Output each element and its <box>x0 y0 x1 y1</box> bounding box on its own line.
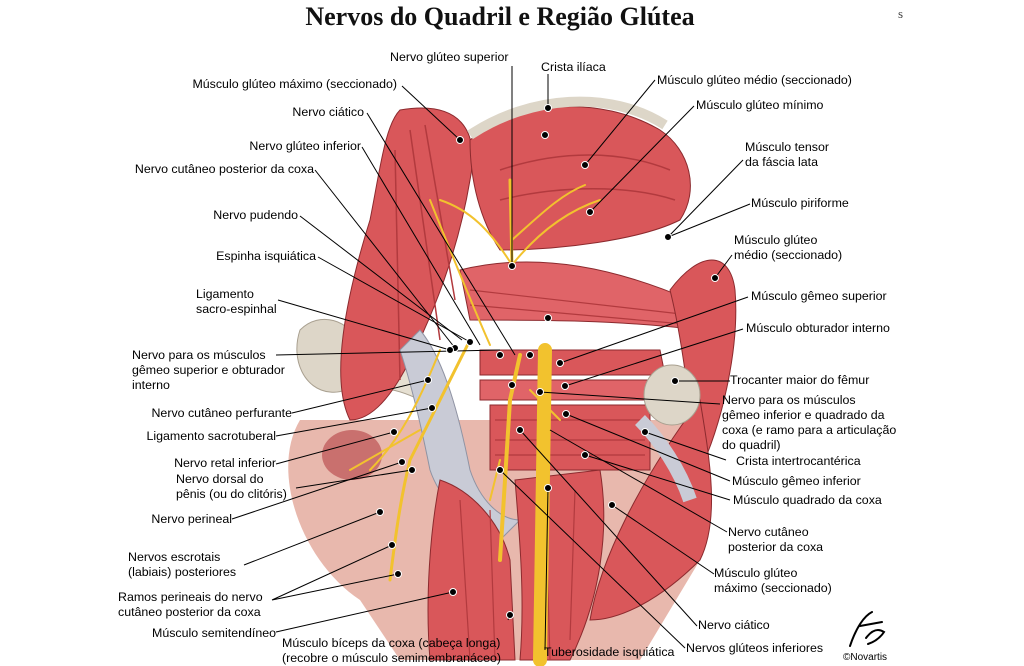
label-piriformis: Músculo piriforme <box>751 196 849 210</box>
label-iliac-crest: Crista ilíaca <box>541 60 606 74</box>
label-sacrotuberous-ligament: Ligamento sacrotuberal <box>146 429 277 443</box>
label-quadratus-femoris: Músculo quadrado da coxa <box>733 493 882 507</box>
artist-signature <box>849 611 886 647</box>
label-ischial-tuberosity: Tuberosidade isquiática <box>544 645 675 659</box>
label-posterior-femoral-cutaneous-nerve-right: Nervo cutâneo posterior da coxa <box>728 525 824 554</box>
label-gluteus-maximus-sectioned-left: Músculo glúteo máximo (seccionado) <box>192 77 397 91</box>
label-tensor-fasciae-latae: Músculo tensor da fáscia lata <box>745 140 830 169</box>
label-superior-gemellus: Músculo gêmeo superior <box>751 289 887 303</box>
gluteus-medius-upper <box>467 96 691 251</box>
label-obturator-internus: Músculo obturador interno <box>746 321 890 335</box>
label-semitendinosus: Músculo semitendíneo <box>152 626 276 640</box>
copyright-credit: ©Novartis <box>843 652 888 663</box>
label-posterior-scrotal-nerves: Nervos escrotais (labiais) posteriores <box>128 550 237 579</box>
label-pudendal-nerve: Nervo pudendo <box>213 208 298 222</box>
leader-lines <box>231 66 751 651</box>
page-title: Nervos do Quadril e Região Glútea <box>305 2 695 31</box>
label-sacrospinous-ligament: Ligamento sacro-espinhal <box>196 287 277 316</box>
label-inferior-gluteal-nerve: Nervo glúteo inferior <box>249 139 361 153</box>
label-gluteus-minimus: Músculo glúteo mínimo <box>696 98 824 112</box>
piriformis-muscle <box>459 261 701 331</box>
label-superior-gluteal-nerve: Nervo glúteo superior <box>390 50 509 64</box>
label-sciatic-nerve-left: Nervo ciático <box>292 105 364 119</box>
corner-mark: s <box>898 6 904 21</box>
label-inferior-gemellus: Músculo gêmeo inferior <box>732 474 861 488</box>
label-gluteus-medius-sectioned-top: Músculo glúteo médio (seccionado) <box>657 73 852 87</box>
label-dorsal-nerve-penis: Nervo dorsal do pênis (ou do clitóris) <box>176 472 287 501</box>
label-greater-trochanter: Trocanter maior do fêmur <box>730 373 870 387</box>
label-intertrochanteric-crest: Crista intertrocantérica <box>736 454 861 468</box>
label-biceps-femoris-long-head: Músculo bíceps da coxa (cabeça longa) (r… <box>282 636 501 665</box>
label-gluteus-maximus-sectioned-right: Músculo glúteo máximo (seccionado) <box>714 566 832 595</box>
label-dots <box>376 104 719 619</box>
label-sciatic-nerve-right: Nervo ciático <box>698 618 770 632</box>
label-inferior-rectal-nerve: Nervo retal inferior <box>174 456 276 470</box>
label-ischial-spine: Espinha isquiática <box>216 249 316 263</box>
label-inferior-gluteal-nerves: Nervos glúteos inferiores <box>686 641 824 655</box>
label-nerve-inferior-gemellus-quadratus: Nervo para os músculos gêmeo inferior e … <box>722 393 897 452</box>
gluteus-medius-right <box>589 259 737 621</box>
label-perforating-cutaneous-nerve: Nervo cutâneo perfurante <box>151 406 292 420</box>
label-nerve-superior-gemellus-obturator: Nervo para os músculos gêmeo superior e … <box>132 348 285 392</box>
label-gluteus-medius-sectioned-right: Músculo glúteo médio (seccionado) <box>734 233 843 262</box>
label-perineal-nerve: Nervo perineal <box>151 512 232 526</box>
label-perineal-branches: Ramos perineais do nervo cutâneo posteri… <box>118 590 263 619</box>
label-posterior-femoral-cutaneous-nerve-left: Nervo cutâneo posterior da coxa <box>134 162 314 176</box>
